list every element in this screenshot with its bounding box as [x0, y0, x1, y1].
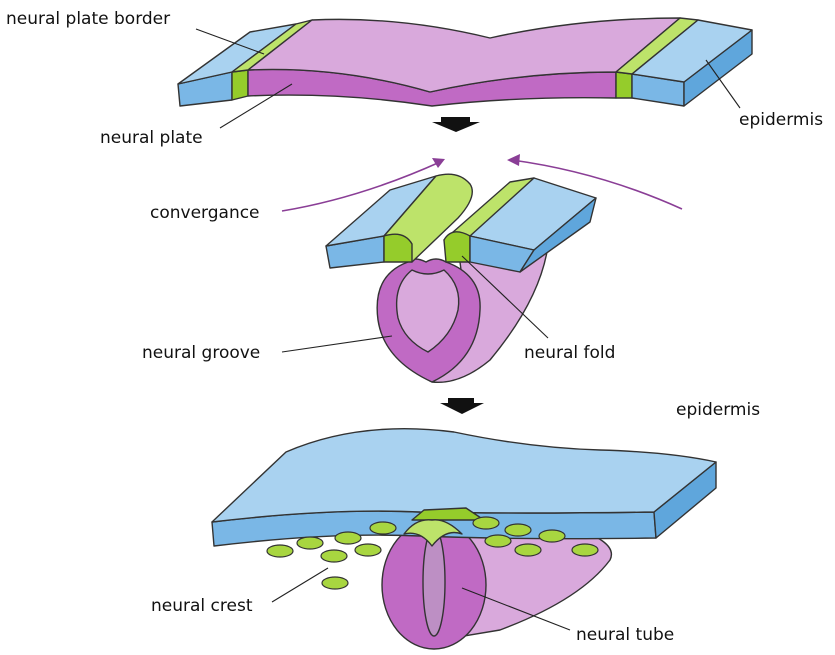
neural-crest-cell [297, 537, 323, 549]
label-epidermis-bottom: epidermis [676, 400, 760, 420]
convergence-arrowhead-left [432, 158, 445, 168]
neural-crest-cell [485, 535, 511, 547]
label-neural-plate-border: neural plate border [6, 9, 170, 29]
neural-crest-cell [473, 517, 499, 529]
neural-crest-cell [355, 544, 381, 556]
neural-crest-cell [539, 530, 565, 542]
convergence-arrowhead-right [507, 154, 520, 166]
stage-neural-tube [212, 429, 716, 649]
down-arrow-icon [432, 117, 480, 132]
leader-neural-crest [272, 568, 328, 602]
label-neural-groove: neural groove [142, 343, 260, 363]
label-convergance: convergance [150, 203, 260, 223]
neural-crest-cell [322, 577, 348, 589]
leader-neural-groove [282, 336, 392, 352]
neural-crest-cell [321, 550, 347, 562]
neural-crest-cell [335, 532, 361, 544]
border-left-front [232, 70, 248, 100]
neural-crest-cell [267, 545, 293, 557]
stage-neural-plate [178, 18, 752, 106]
label-neural-crest: neural crest [151, 596, 253, 616]
neural-crest-cell [572, 544, 598, 556]
neural-crest-cell [370, 522, 396, 534]
neural-crest-cell [515, 544, 541, 556]
down-arrow-icon [440, 398, 484, 414]
label-epidermis-top: epidermis [739, 110, 823, 130]
border-right-front [616, 72, 632, 98]
neural-fold-right-front [444, 232, 470, 262]
label-neural-tube: neural tube [576, 625, 674, 645]
neural-crest-cell [505, 524, 531, 536]
label-neural-fold: neural fold [524, 343, 615, 363]
label-neural-plate: neural plate [100, 128, 203, 148]
neural-fold-left-front [384, 234, 412, 262]
